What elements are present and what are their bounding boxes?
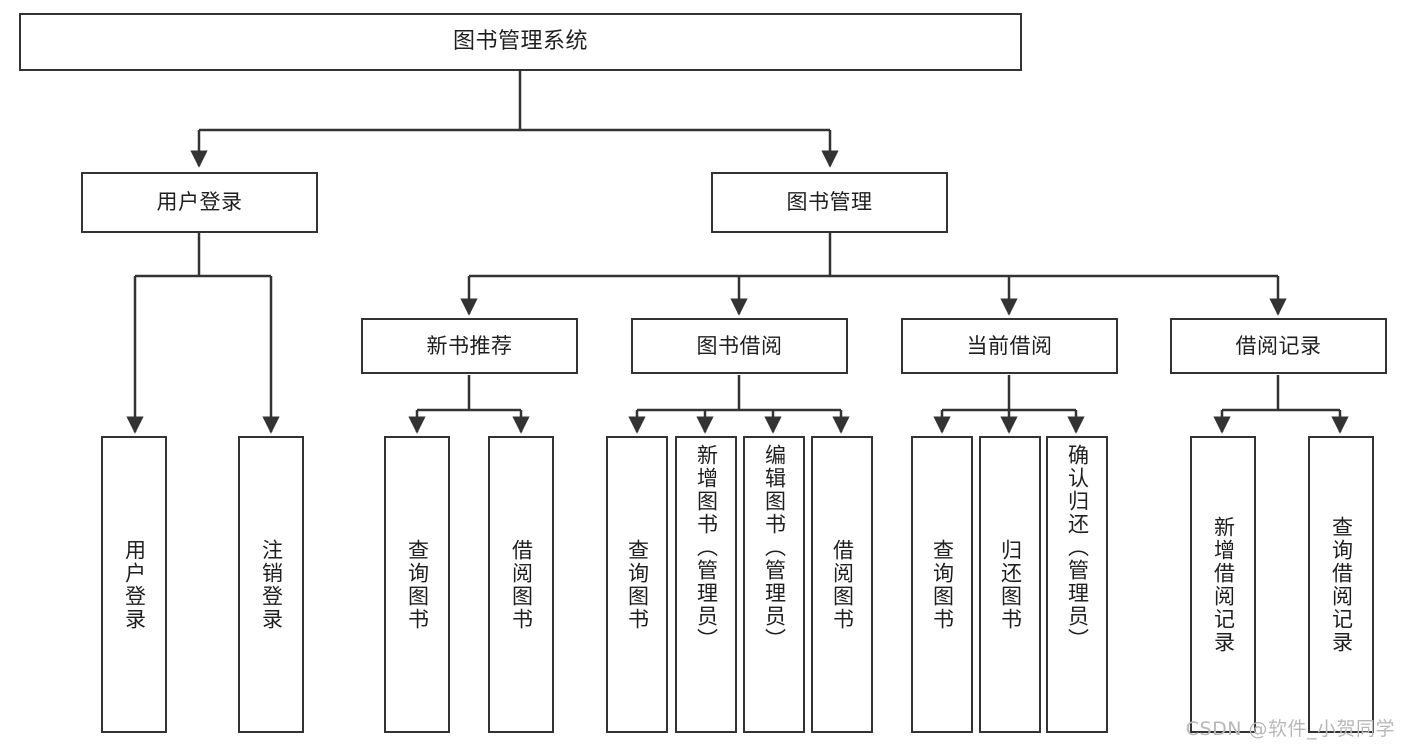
node-borrow-record[interactable]: 借阅记录 [1170,318,1387,374]
node-current-borrow[interactable]: 当前借阅 [901,318,1118,374]
leaf-book-borrow-edit-label: 编辑图书（管理员） [762,444,787,651]
leaf-borrow-record-query-label: 查询借阅记录 [1329,515,1354,654]
leaf-user-login-logout[interactable]: 注销登录 [238,436,304,733]
node-book-borrow-label: 图书借阅 [696,333,783,358]
leaf-book-borrow-edit[interactable]: 编辑图书（管理员） [743,436,805,733]
node-root-system-label: 图书管理系统 [452,29,588,55]
leaf-user-login-login[interactable]: 用户登录 [101,436,167,733]
leaf-current-borrow-return-label: 归还图书 [998,538,1023,631]
leaf-new-book-borrow-label: 借阅图书 [509,538,534,631]
node-user-login-label: 用户登录 [156,190,243,215]
leaf-current-borrow-confirm-label: 确认归还（管理员） [1065,444,1090,651]
leaf-borrow-record-query[interactable]: 查询借阅记录 [1308,436,1374,733]
node-user-login[interactable]: 用户登录 [81,172,318,233]
leaf-book-borrow-add[interactable]: 新增图书（管理员） [675,436,737,733]
leaf-new-book-borrow[interactable]: 借阅图书 [488,436,554,733]
leaf-book-borrow-query[interactable]: 查询图书 [606,436,668,733]
node-new-book-recommend-label: 新书推荐 [426,333,513,358]
node-book-borrow[interactable]: 图书借阅 [631,318,848,374]
node-new-book-recommend[interactable]: 新书推荐 [361,318,578,374]
leaf-current-borrow-query[interactable]: 查询图书 [911,436,973,733]
leaf-borrow-record-add-label: 新增借阅记录 [1211,515,1236,654]
leaf-current-borrow-return[interactable]: 归还图书 [979,436,1041,733]
leaf-book-borrow-add-label: 新增图书（管理员） [694,444,719,651]
leaf-current-borrow-confirm[interactable]: 确认归还（管理员） [1046,436,1108,733]
leaf-user-login-logout-label: 注销登录 [259,538,284,631]
node-book-management[interactable]: 图书管理 [711,172,948,233]
node-borrow-record-label: 借阅记录 [1235,333,1322,358]
node-current-borrow-label: 当前借阅 [966,333,1053,358]
node-book-management-label: 图书管理 [786,190,873,215]
leaf-borrow-record-add[interactable]: 新增借阅记录 [1190,436,1256,733]
leaf-new-book-query[interactable]: 查询图书 [384,436,450,733]
leaf-user-login-login-label: 用户登录 [122,538,147,631]
leaf-new-book-query-label: 查询图书 [405,538,430,631]
leaf-book-borrow-borrow-label: 借阅图书 [830,538,855,631]
leaf-book-borrow-borrow[interactable]: 借阅图书 [811,436,873,733]
node-root-system[interactable]: 图书管理系统 [19,13,1022,71]
leaf-current-borrow-query-label: 查询图书 [930,538,955,631]
leaf-book-borrow-query-label: 查询图书 [625,538,650,631]
